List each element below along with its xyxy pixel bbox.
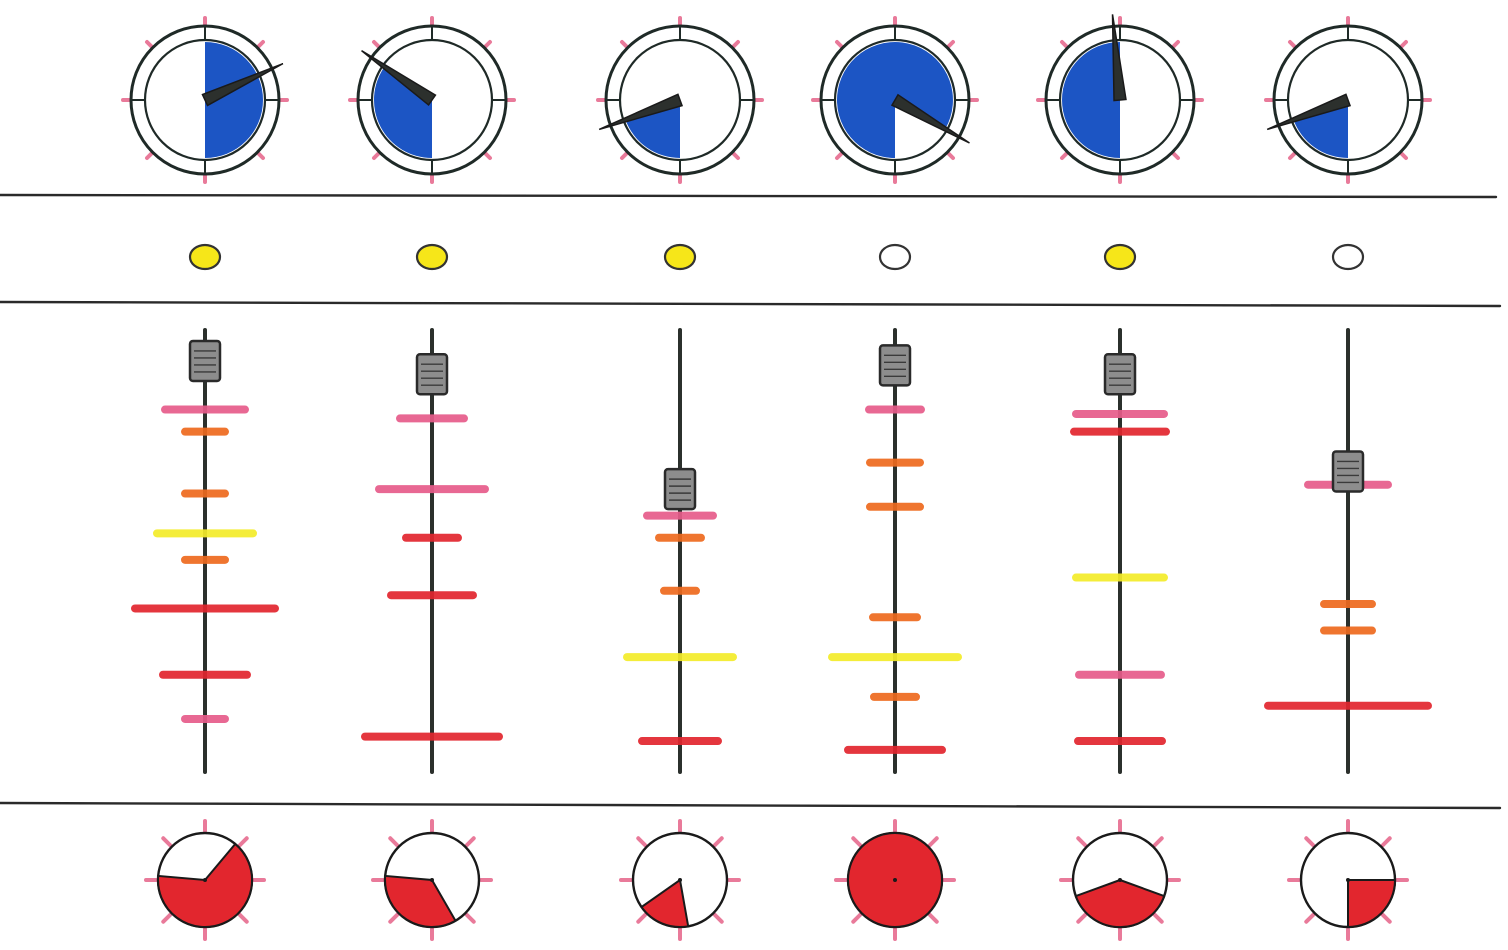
pan-tick <box>1152 912 1164 924</box>
pan-knob[interactable] <box>144 819 266 941</box>
channel-fader[interactable] <box>1070 328 1170 774</box>
pan-knob[interactable] <box>1059 819 1181 941</box>
channel-strips <box>121 14 1432 941</box>
pan-center-dot <box>1118 878 1122 882</box>
pan-tick <box>1076 912 1088 924</box>
channel-led-indicator <box>415 243 449 271</box>
pan-center-dot <box>1346 878 1350 882</box>
pan-level-fill <box>157 842 253 929</box>
gain-knob[interactable] <box>121 16 289 184</box>
channel-fader[interactable] <box>1264 328 1432 774</box>
gain-knob[interactable] <box>1036 14 1204 184</box>
channel-strip <box>1036 14 1204 941</box>
divider-fader-row <box>0 801 1502 810</box>
gain-knob[interactable] <box>348 16 516 184</box>
gain-knob[interactable] <box>1264 16 1432 184</box>
fader-cap-body <box>188 339 222 383</box>
knob-pointer-icon <box>890 93 970 144</box>
pan-center-dot <box>893 878 897 882</box>
divider-knob-row <box>0 193 1498 199</box>
pan-tick <box>1152 836 1164 848</box>
knob-pointer-icon <box>361 50 437 107</box>
fader-cap-body <box>663 467 697 511</box>
pan-tick <box>161 912 173 924</box>
pan-tick <box>851 836 863 848</box>
pan-tick <box>161 836 173 848</box>
pan-center-dot <box>430 878 434 882</box>
fader-cap-handle[interactable] <box>188 339 222 383</box>
gain-knob[interactable] <box>811 16 979 184</box>
channel-led-indicator <box>188 243 222 271</box>
knob-level-fill <box>373 66 432 158</box>
pan-tick <box>636 836 648 848</box>
pan-tick <box>1380 836 1392 848</box>
pan-tick <box>927 912 939 924</box>
fader-cap-body <box>415 352 449 396</box>
fader-cap-handle[interactable] <box>1103 352 1137 396</box>
channel-fader[interactable] <box>361 328 503 774</box>
knob-level-fill <box>1062 42 1120 158</box>
pan-level-fill <box>384 874 457 928</box>
pan-knob[interactable] <box>1287 819 1409 941</box>
pan-tick <box>851 912 863 924</box>
channel-fader[interactable] <box>623 328 737 774</box>
channel-led-indicator <box>1331 243 1365 271</box>
pan-knob[interactable] <box>834 819 956 941</box>
pan-tick <box>388 912 400 924</box>
channel-strip <box>121 16 289 941</box>
channel-led-indicator <box>663 243 697 271</box>
knob-level-fill <box>205 42 263 158</box>
pan-tick <box>237 836 249 848</box>
channel-led-indicator <box>878 243 912 271</box>
knob-level-fill <box>1293 100 1348 158</box>
pan-tick <box>636 912 648 924</box>
channel-strip <box>348 16 516 941</box>
fader-cap-body <box>1331 450 1365 493</box>
pan-level-fill <box>1074 878 1166 929</box>
fader-cap-handle[interactable] <box>878 344 912 387</box>
pan-tick <box>1076 836 1088 848</box>
channel-strip <box>596 16 764 941</box>
channel-led-indicator <box>1103 243 1137 271</box>
pan-tick <box>1304 912 1316 924</box>
pan-center-dot <box>203 878 207 882</box>
fader-cap-handle[interactable] <box>663 467 697 511</box>
pan-level-fill <box>640 878 690 928</box>
channel-strip <box>811 16 979 941</box>
pan-center-dot <box>678 878 682 882</box>
pan-tick <box>712 912 724 924</box>
pan-tick <box>237 912 249 924</box>
pan-tick <box>712 836 724 848</box>
fader-cap-body <box>878 344 912 387</box>
gain-knob[interactable] <box>596 16 764 184</box>
knob-level-fill <box>625 100 680 158</box>
channel-fader[interactable] <box>131 328 279 774</box>
pan-tick <box>927 836 939 848</box>
knob-pointer-icon <box>1266 93 1352 131</box>
pan-knob[interactable] <box>619 819 741 941</box>
channel-strip <box>1264 16 1432 941</box>
pan-tick <box>1380 912 1392 924</box>
divider-led-row <box>0 300 1502 308</box>
pan-tick <box>1304 836 1316 848</box>
pan-tick <box>464 912 476 924</box>
channel-fader[interactable] <box>828 328 962 774</box>
fader-cap-body <box>1103 352 1137 396</box>
pan-level-fill <box>1347 879 1397 929</box>
knob-pointer-icon <box>598 93 684 131</box>
fader-cap-handle[interactable] <box>1331 450 1365 493</box>
pan-knob[interactable] <box>371 819 493 941</box>
knob-pointer-icon <box>201 62 284 107</box>
pan-tick <box>388 836 400 848</box>
knob-pointer-icon <box>1111 14 1127 102</box>
fader-cap-handle[interactable] <box>415 352 449 396</box>
pan-tick <box>464 836 476 848</box>
